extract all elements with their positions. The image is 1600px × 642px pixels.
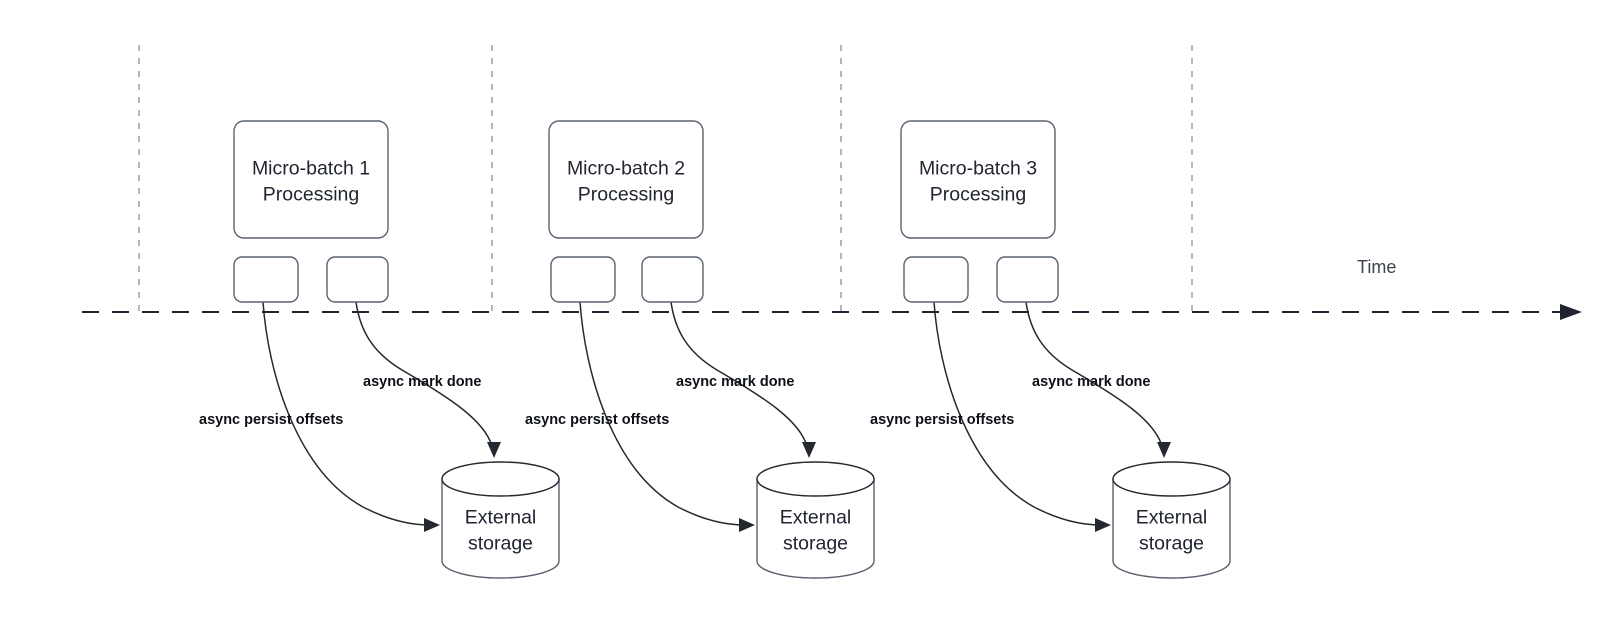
external-storage-label-line2: storage — [1139, 533, 1204, 555]
async-task-box[interactable] — [996, 256, 1059, 303]
micro-batch-label-line1: Micro-batch 3 — [919, 158, 1037, 180]
batch-boundary-lines — [138, 45, 1193, 312]
diagram-labels: Time Micro-batch 1 Processing async persist… — [199, 158, 1396, 555]
micro-batch-label-line1: Micro-batch 1 — [252, 158, 370, 180]
external-storage-label-line1: External — [465, 507, 537, 529]
arrow-head-icon — [739, 518, 755, 532]
micro-batch-processing-box[interactable] — [548, 120, 704, 239]
external-storage-cylinder-body[interactable] — [756, 478, 875, 579]
arrow-right-icon — [1560, 304, 1582, 320]
micro-batch-processing-box[interactable] — [233, 120, 389, 239]
edge-label: async persist offsets — [525, 412, 669, 428]
time-axis-label: Time — [1357, 257, 1396, 277]
external-storage-label-line2: storage — [468, 533, 533, 555]
edge-label: async persist offsets — [870, 412, 1014, 428]
edge-label: async mark done — [363, 374, 481, 390]
batch-shapes — [233, 120, 1231, 579]
arrow-head-icon — [424, 518, 440, 532]
micro-batch-label-line2: Processing — [930, 184, 1026, 206]
async-task-box[interactable] — [550, 256, 616, 303]
edge-mark-done-1 — [355, 301, 493, 447]
edge-persist-offsets-2 — [579, 301, 746, 526]
arrow-head-icon — [487, 442, 501, 458]
micro-batch-label-line1: Micro-batch 2 — [567, 158, 685, 180]
edge-label: async mark done — [676, 374, 794, 390]
async-task-box[interactable] — [326, 256, 389, 303]
time-axis — [82, 304, 1582, 320]
external-storage-label-line1: External — [1136, 507, 1208, 529]
arrow-head-icon — [802, 442, 816, 458]
async-flow-edges — [262, 301, 1171, 532]
micro-batch-label-line2: Processing — [578, 184, 674, 206]
edge-label: async persist offsets — [199, 412, 343, 428]
external-storage-cylinder-top — [756, 461, 875, 497]
micro-batch-processing-box[interactable] — [900, 120, 1056, 239]
external-storage-cylinder-body[interactable] — [441, 478, 560, 579]
edge-mark-done-2 — [670, 301, 808, 447]
external-storage-label-line1: External — [780, 507, 852, 529]
edge-label: async mark done — [1032, 374, 1150, 390]
async-task-box[interactable] — [233, 256, 299, 303]
external-storage-label-line2: storage — [783, 533, 848, 555]
async-task-box[interactable] — [641, 256, 704, 303]
edge-persist-offsets-1 — [262, 301, 431, 526]
external-storage-cylinder-top — [1112, 461, 1231, 497]
edge-persist-offsets-3 — [933, 301, 1102, 526]
arrow-head-icon — [1157, 442, 1171, 458]
external-storage-cylinder-body[interactable] — [1112, 478, 1231, 579]
arrow-head-icon — [1095, 518, 1111, 532]
micro-batch-label-line2: Processing — [263, 184, 359, 206]
external-storage-cylinder-top — [441, 461, 560, 497]
edge-mark-done-3 — [1025, 301, 1163, 447]
async-task-box[interactable] — [903, 256, 969, 303]
